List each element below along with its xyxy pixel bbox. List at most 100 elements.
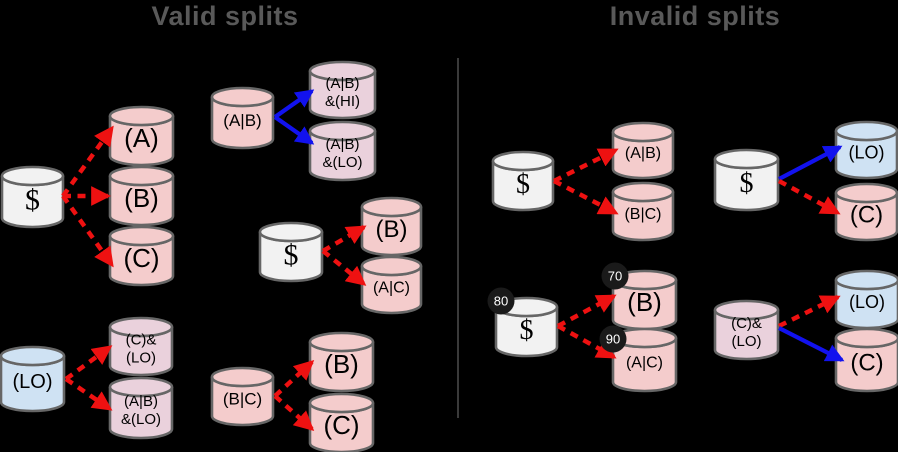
v-lo-label: (LO) — [13, 371, 53, 393]
badge-value: 80 — [494, 294, 508, 309]
cylinder-top — [491, 150, 555, 172]
badge-90: 90 — [599, 325, 627, 353]
cylinder-v-ab-hi: (A|B)&(HI) — [308, 60, 377, 120]
arrow-v-lo-to-v-c-lo — [64, 345, 113, 381]
cylinder-top — [308, 331, 375, 353]
arrow-v-bc-to-v-c3 — [273, 394, 315, 431]
cylinder-i-c-lo: (C)&(LO) — [713, 299, 780, 361]
arrow-i-src2-to-i-lo — [778, 145, 843, 181]
i-c-lo-label: (LO) — [732, 333, 762, 350]
badge-value: 70 — [608, 269, 622, 284]
i-c-lo-label: (C)& — [731, 315, 762, 332]
arrow-i-src3-to-i-ac — [556, 324, 617, 359]
v-ab-lo-label: &(LO) — [322, 154, 362, 171]
cylinder-top — [360, 255, 423, 277]
v-ac-label: (A|C) — [373, 280, 410, 297]
badge-70: 70 — [601, 262, 629, 290]
i-ab-label: (A|B) — [625, 145, 661, 162]
cylinder-top — [713, 299, 780, 321]
cylinder-v-c: (C) — [108, 225, 175, 287]
arrow-v-bc-to-v-b3 — [273, 359, 315, 398]
cylinder-i-lo: (LO) — [834, 120, 898, 180]
cylinder-v-b2: (B) — [360, 196, 423, 257]
cylinder-i-ac: (A|C) — [611, 327, 678, 393]
arrow-i-c-lo-to-i-c2 — [778, 326, 845, 362]
badges-layer: 80 70 90 — [487, 262, 629, 353]
cylinder-v-b3: (B) — [308, 331, 375, 393]
cylinder-i-c: (C) — [834, 182, 898, 242]
badge-80: 80 — [487, 287, 515, 315]
v-c-lo-label: (C)& — [126, 332, 157, 349]
arrow-i-c-lo-to-i-lo2 — [778, 294, 841, 329]
v-bc-label: (B|C) — [223, 389, 262, 408]
cylinder-top — [360, 196, 423, 218]
cylinder-top — [0, 165, 65, 187]
cylinder-top — [258, 221, 324, 243]
cylinder-i-b: (B) — [611, 269, 678, 331]
cylinder-v-ac: (A|C) — [360, 255, 423, 315]
cylinder-top — [210, 86, 275, 108]
arrow-i-src1-to-i-ab — [552, 147, 619, 184]
i-c2-label: (C) — [850, 349, 883, 376]
v-c-label: (C) — [123, 243, 159, 273]
i-c-label: (C) — [850, 201, 883, 228]
cylinder-top — [108, 105, 175, 127]
v-ab-hi-label: (A|B) — [326, 75, 360, 92]
cylinder-top — [0, 345, 66, 367]
cylinder-top — [108, 376, 174, 398]
i-lo2-label: (LO) — [849, 292, 885, 312]
cylinder-i-ab: (A|B) — [611, 121, 675, 180]
cylinder-v-src2: $ — [258, 221, 324, 283]
cylinder-i-bc: (B|C) — [611, 181, 675, 242]
cylinder-i-src1: $ — [491, 150, 555, 212]
edges-layer — [61, 89, 845, 431]
cylinder-top — [308, 392, 375, 414]
arrow-v-lo-to-v-ab-lo2 — [64, 377, 113, 411]
cylinder-i-c2: (C) — [834, 327, 898, 393]
arrow-i-src1-to-i-bc — [552, 179, 619, 215]
v-b3-label: (B) — [324, 349, 359, 379]
badge-circle — [487, 287, 515, 315]
arrow-v-ab-to-v-ab-lo — [273, 115, 315, 145]
i-b-label: (B) — [627, 287, 662, 317]
arrow-v-src2-to-v-b2 — [321, 225, 367, 253]
v-a-label: (A) — [124, 123, 159, 153]
arrow-v-src2-to-v-ac — [321, 249, 367, 286]
i-lo-label: (LO) — [849, 142, 885, 162]
cylinder-i-src3: $ — [494, 296, 559, 358]
invalid-splits-title: Invalid splits — [609, 1, 781, 31]
cylinder-top — [108, 316, 174, 338]
cylinder-v-ab-lo2: (A|B)&(LO) — [108, 376, 174, 440]
v-ab-label: (A|B) — [223, 111, 261, 130]
nodes-layer: $(A)(B)(C)(A|B)(A|B)&(HI)(A|B)&(LO)$(B)(… — [0, 60, 898, 452]
v-ab-lo-label: (A|B) — [326, 136, 360, 153]
v-ab-lo2-label: &(LO) — [121, 411, 161, 428]
cylinder-top — [834, 120, 898, 142]
arrow-v-src1-to-v-c — [61, 194, 114, 268]
arrow-v-src1-to-v-a — [61, 125, 114, 198]
cylinder-top — [713, 148, 780, 170]
badge-circle — [601, 262, 629, 290]
i-src1-label: $ — [516, 169, 530, 200]
cylinder-v-lo: (LO) — [0, 345, 66, 413]
v-c-lo-label: (LO) — [126, 350, 156, 367]
cylinder-v-b: (B) — [108, 165, 175, 227]
cylinder-top — [108, 225, 175, 247]
i-ac-label: (A|C) — [626, 355, 663, 372]
v-ab-lo2-label: (A|B) — [124, 393, 158, 410]
cylinder-top — [834, 269, 898, 291]
cylinder-top — [308, 60, 377, 82]
cylinder-v-c3: (C) — [308, 392, 375, 452]
badge-circle — [599, 325, 627, 353]
cylinder-v-a: (A) — [108, 105, 175, 167]
v-src2-label: $ — [284, 239, 299, 272]
cylinder-i-src2: $ — [713, 148, 780, 212]
cylinder-v-ab-lo: (A|B)&(LO) — [308, 120, 377, 182]
cylinder-top — [210, 366, 275, 388]
i-src2-label: $ — [740, 168, 754, 199]
cylinder-top — [834, 327, 898, 349]
v-b2-label: (B) — [376, 216, 408, 243]
cylinder-top — [611, 181, 675, 203]
